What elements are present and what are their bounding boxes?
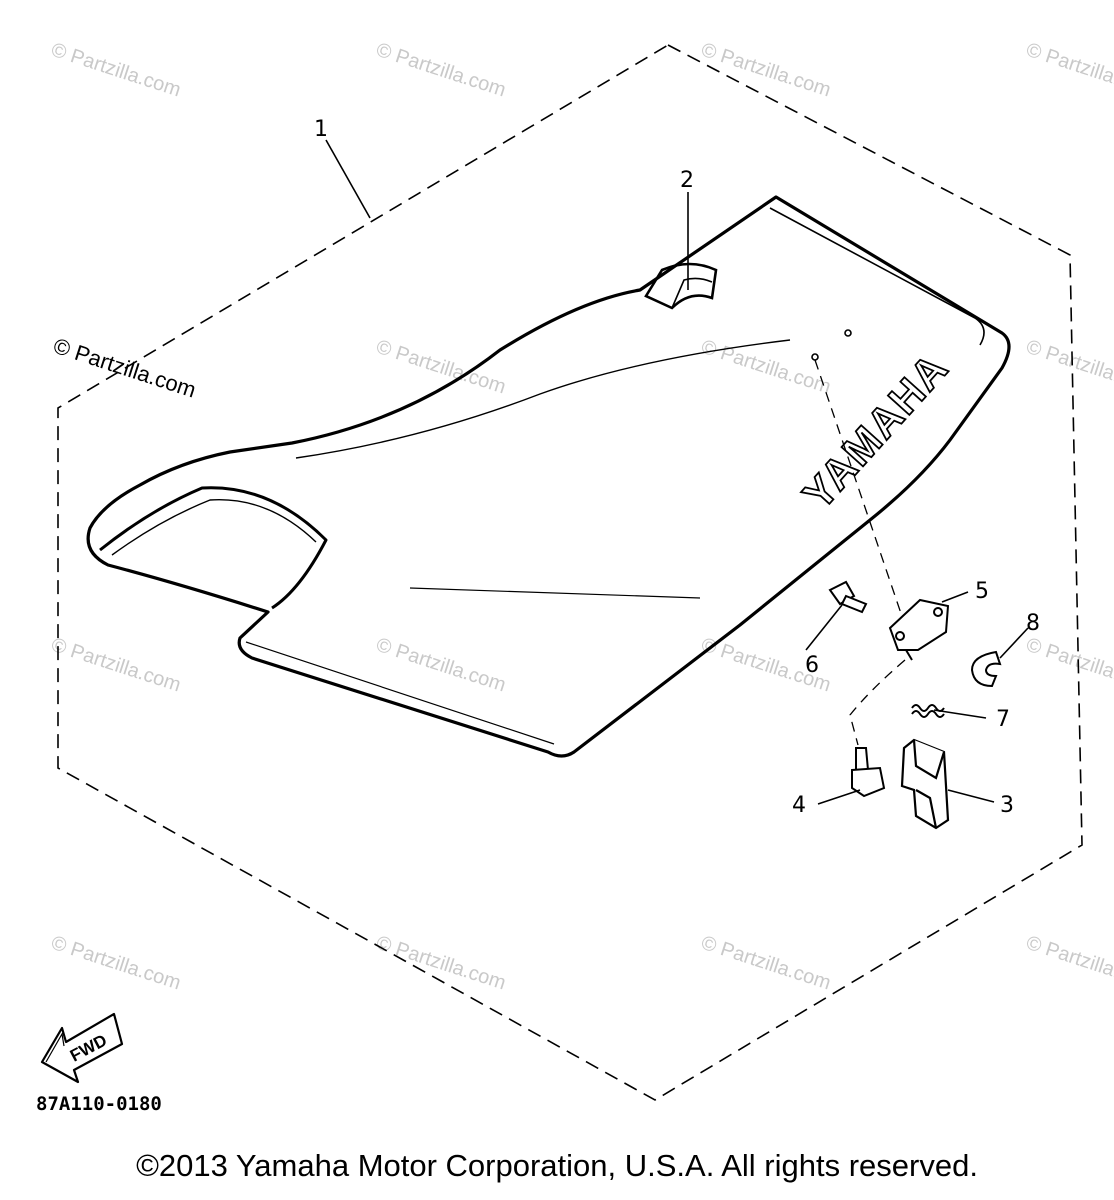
part-5-bracket[interactable]: [888, 598, 950, 661]
diagram-canvas: © Partzilla.com © Partzilla.com © Partzi…: [36, 39, 1114, 1115]
part-8-clip[interactable]: [970, 650, 1002, 688]
watermark: © Partzilla.com: [373, 39, 508, 102]
watermark: © Partzilla.com: [1023, 336, 1114, 399]
assembly-lines: [814, 359, 911, 746]
callout-1: 1: [314, 117, 328, 142]
callout-8: 8: [1026, 611, 1040, 636]
watermark: © Partzilla.com: [698, 336, 833, 399]
callout-3: 3: [1000, 793, 1014, 818]
seat-cutout: [99, 486, 328, 610]
watermark: © Partzilla.com: [373, 634, 508, 697]
watermark: © Partzilla.com: [1023, 634, 1114, 697]
watermark: © Partzilla.com: [1023, 39, 1114, 102]
diagram-code: 87A110-0180: [36, 1093, 162, 1115]
seat[interactable]: [86, 195, 1011, 758]
watermark: © Partzilla.com: [48, 932, 183, 995]
seat-logo: YAMAHA: [794, 344, 958, 518]
watermark: © Partzilla.com: [48, 39, 183, 102]
part-6-bolt[interactable]: [828, 580, 868, 614]
seat-inner-line: [769, 207, 985, 346]
watermark: © Partzilla.com: [373, 932, 508, 995]
copyright-notice: ©2013 Yamaha Motor Corporation, U.S.A. A…: [136, 1148, 978, 1183]
seat-outline: [86, 195, 1011, 758]
watermark: © Partzilla.com: [1023, 932, 1114, 995]
callout-5: 5: [975, 579, 989, 604]
callout-6: 6: [805, 653, 819, 678]
watermark: © Partzilla.com: [698, 39, 833, 102]
watermark: © Partzilla.com: [48, 634, 183, 697]
callout-7: 7: [996, 707, 1010, 732]
assembly-boundary: [57, 44, 1083, 1101]
seat-side-line: [295, 339, 791, 459]
fwd-arrow-icon: FWD: [40, 1012, 124, 1084]
watermark: © Partzilla.com: [698, 932, 833, 995]
part-3-latch[interactable]: [900, 738, 950, 830]
seat-lower-edge: [245, 641, 555, 745]
part-4-bolt[interactable]: [851, 747, 886, 798]
seat-side-fold: [409, 587, 701, 599]
leader-lines: [325, 139, 1029, 805]
callout-4: 4: [792, 793, 806, 818]
seat-cutout-inner: [111, 498, 317, 556]
callout-2: 2: [680, 168, 694, 193]
